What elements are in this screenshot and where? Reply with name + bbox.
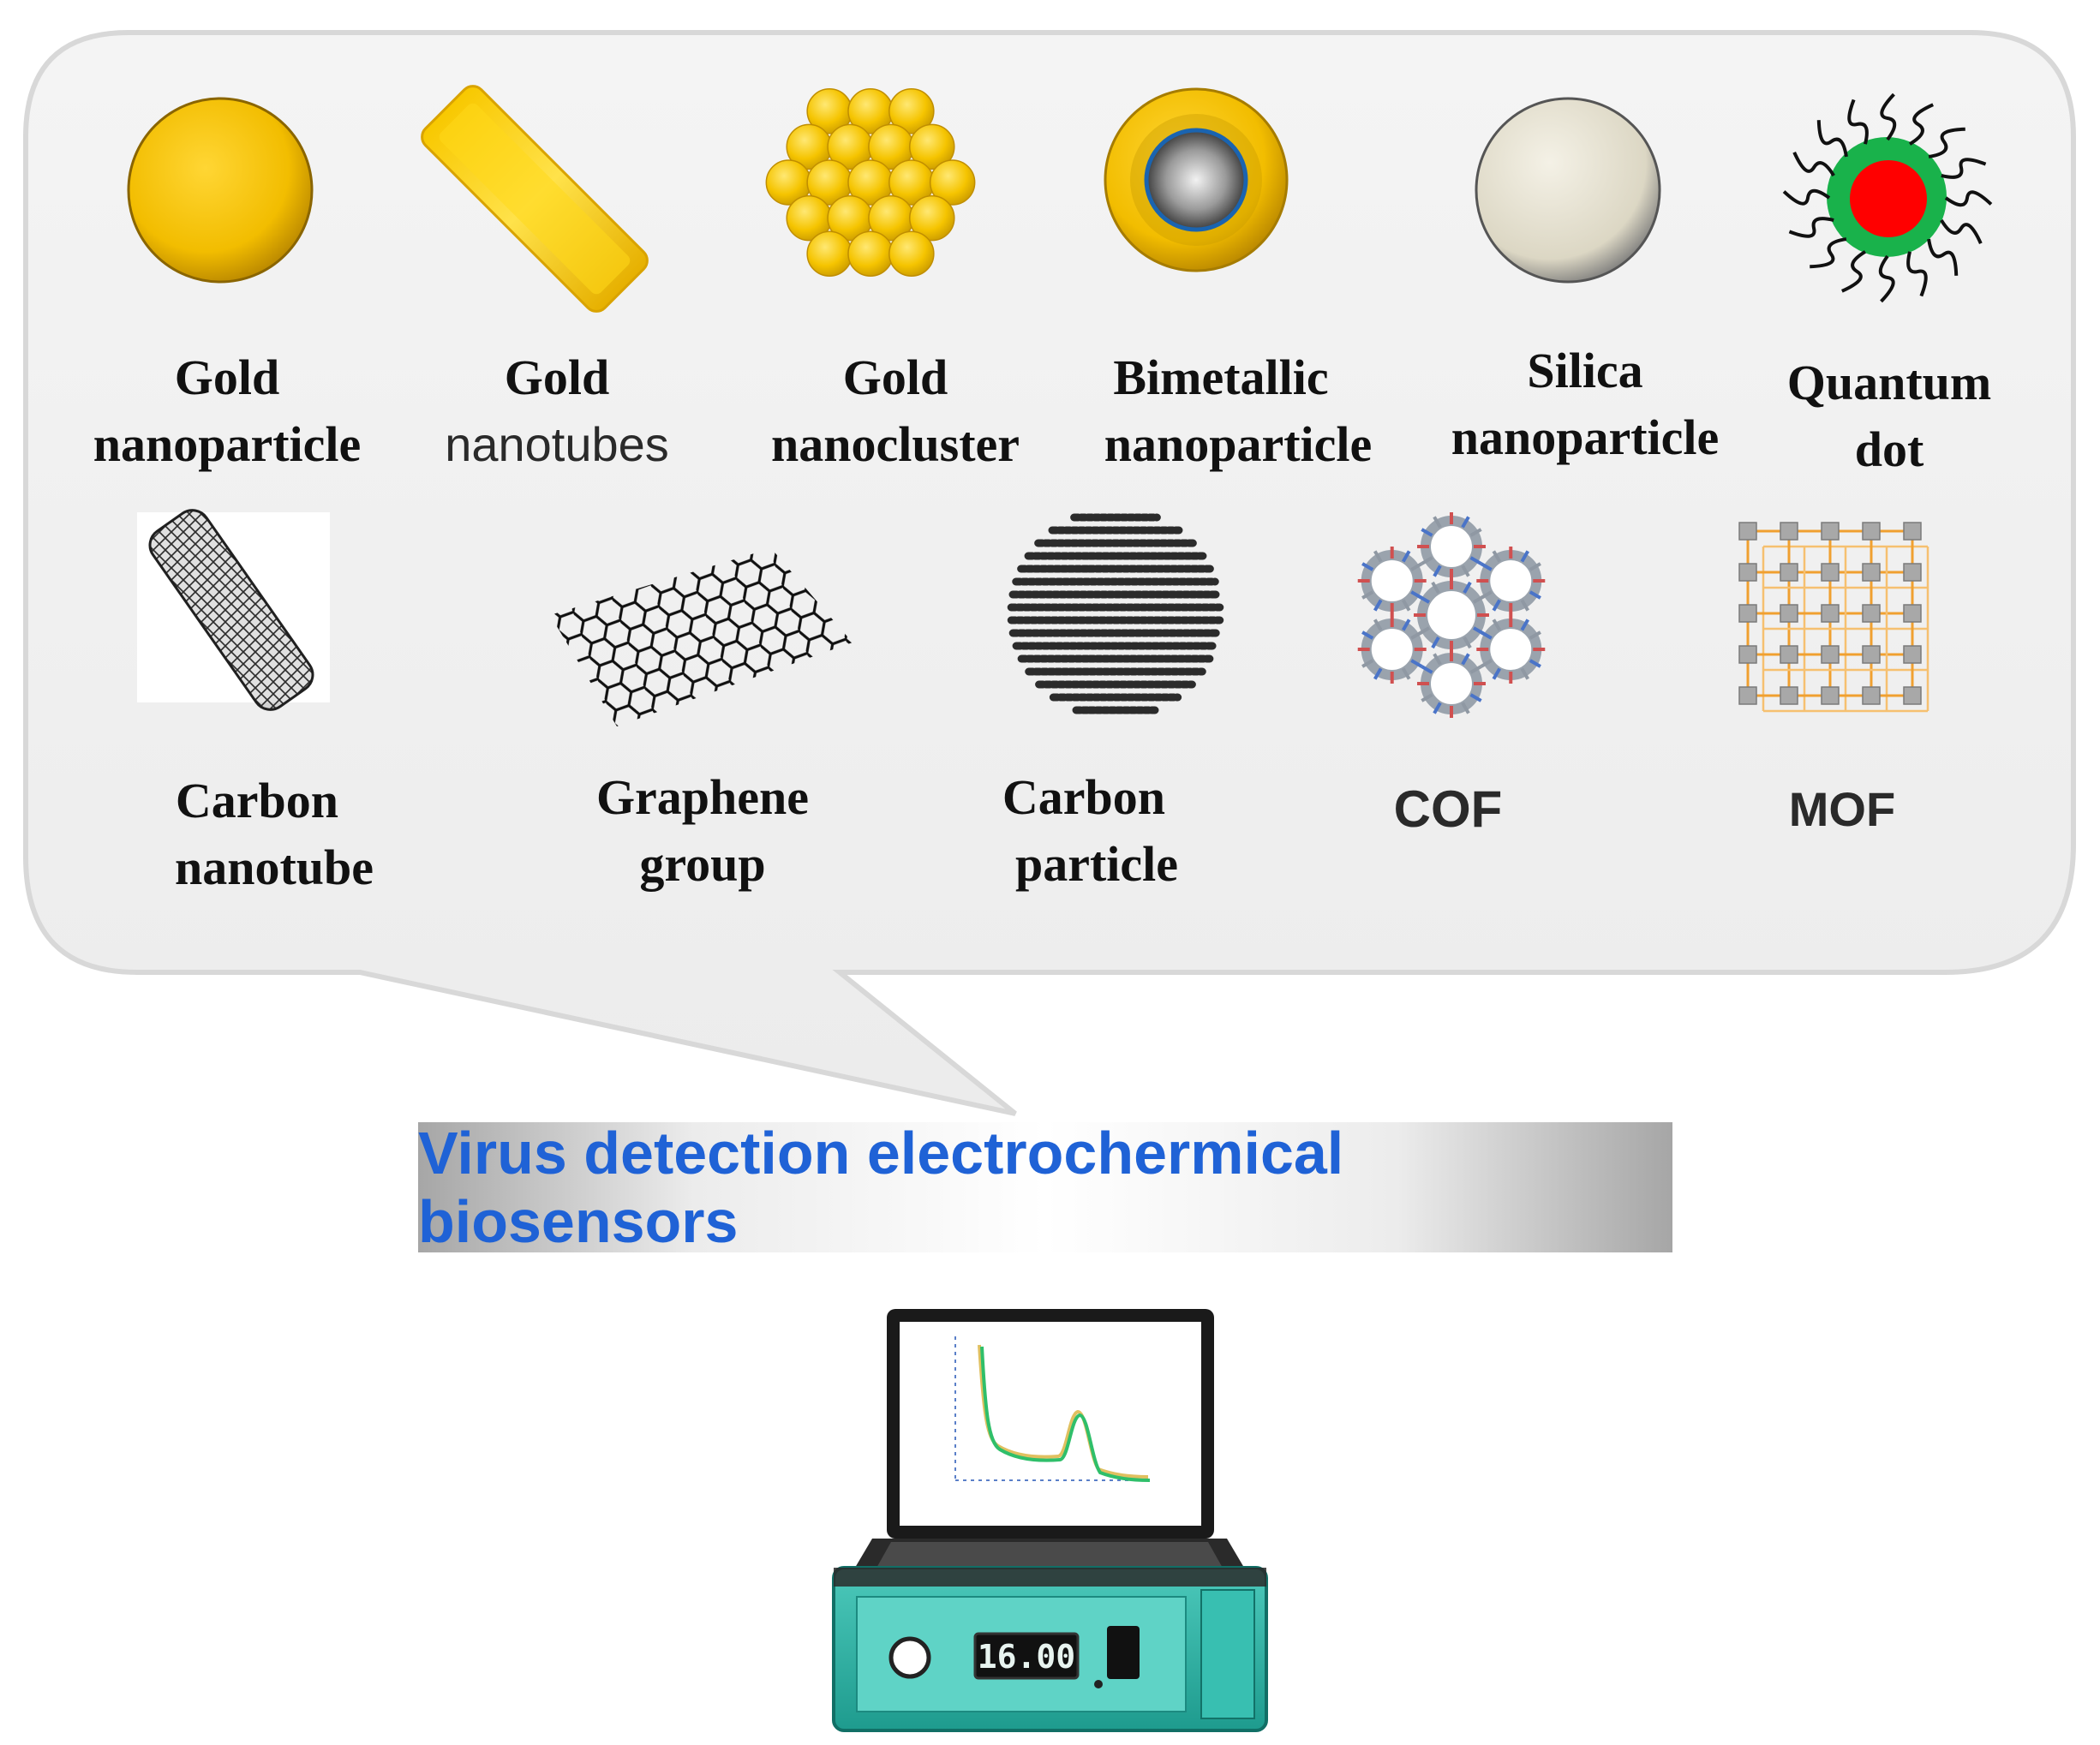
label-bimetallic-nanoparticle: Bimetallic nanoparticle [1104, 350, 1373, 472]
silica-nanoparticle-icon [1475, 97, 1661, 284]
label-gold-nanocluster: Gold nanocluster [771, 350, 1020, 472]
cof-framework-icon [1357, 512, 1546, 718]
label-gold-nanoparticle: Gold nanoparticle [93, 350, 362, 472]
quantum-dot-icon [1782, 93, 1993, 303]
mof-framework-icon [1738, 522, 1929, 713]
label-quantum-dot: Quantum dot [1786, 355, 1992, 477]
speech-bubble [23, 30, 2076, 1116]
label-gold-nanotubes: Gold nanotubes [445, 350, 669, 471]
digital-display [973, 1632, 1080, 1680]
gold-nanocluster-icon [765, 88, 976, 277]
label-cof: COF [1393, 780, 1503, 838]
carbon-particle-icon [1007, 513, 1224, 714]
label-carbon-particle: Carbon particle [1002, 769, 1179, 892]
label-silica-nanoparticle: Silica nanoparticle [1451, 343, 1720, 465]
electrochemical-workstation: 16.00 [832, 1309, 1268, 1732]
bimetallic-nanoparticle-icon [1104, 87, 1289, 272]
carbon-nanotube-icon [137, 509, 330, 711]
title-banner: Virus detection electrochermical biosens… [418, 1120, 1672, 1255]
laptop-screen [900, 1322, 1201, 1526]
label-mof: MOF [1788, 782, 1896, 836]
gold-nanoparticle-icon [127, 97, 314, 284]
label-graphene-group: Graphene group [595, 769, 810, 892]
display-readout: 16.00 [978, 1638, 1075, 1676]
gold-nanotube-icon [421, 85, 649, 313]
banner-title: Virus detection electrochermical biosens… [418, 1120, 1344, 1255]
label-carbon-nanotube: Carbon nanotube [174, 773, 374, 895]
graphene-sheet-icon [550, 548, 853, 726]
